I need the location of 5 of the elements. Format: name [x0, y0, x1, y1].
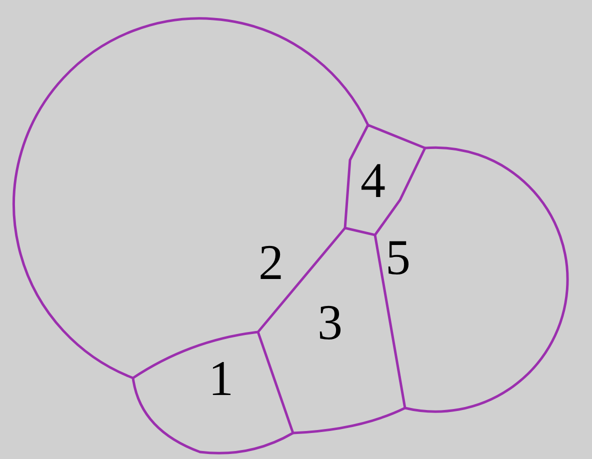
region-number: 1: [208, 353, 234, 403]
region-number: 4: [360, 155, 386, 205]
region-number: 2: [258, 237, 284, 287]
region-number: 5: [386, 232, 410, 282]
region-number: 3: [318, 297, 342, 347]
